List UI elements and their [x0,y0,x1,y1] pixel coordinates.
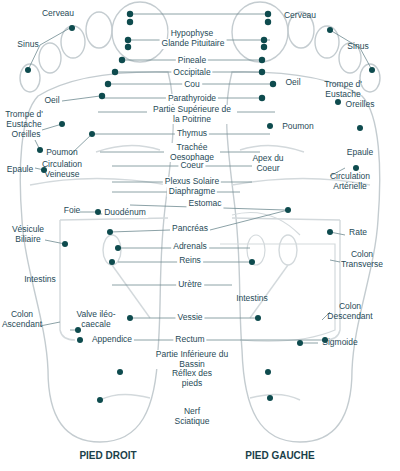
organ-label: Cerveau [42,9,74,19]
organ-label: Sinus [347,42,368,52]
organ-label: Coeur [178,161,205,171]
organ-label: Sinus [17,40,38,50]
organ-label: Trompe d' Eustache [321,80,365,99]
organ-label: Rate [349,228,367,238]
organ-label: Apex du Coeur [248,154,288,173]
organ-label: Colon Ascendant [0,310,44,329]
organ-label: Cerveau [284,11,316,21]
organ-label: Diaphragme [167,187,217,197]
foot-caption: PIED GAUCHE [245,451,314,461]
organ-label: Epaule [347,148,373,158]
organ-label: Parathyroide [166,94,218,104]
organ-label: Urètre [176,280,204,290]
organ-label: Intestins [24,275,56,285]
organ-label: Poumon [46,148,78,158]
organ-label: Oreilles [346,100,375,110]
organ-label: Circulation Veineuse [37,160,87,179]
organ-label: Oreilles [12,130,41,140]
organ-label: Hypophyse [169,29,216,39]
organ-label: Vésicule Biliaire [6,225,51,244]
organ-label: Estomac [186,199,223,209]
organ-label: Nerf Sciatique [168,407,216,426]
organ-label: Oeil [285,78,300,88]
organ-label: Rectum [173,335,206,345]
organ-label: Vessie [175,313,204,323]
organ-label: Colon Transverse [341,250,383,269]
organ-label: Foie [64,206,81,216]
organ-label: Thymus [175,129,209,139]
organ-label: Partie Supérieure de la Poitrine [147,105,237,124]
organ-label: Glande Pituitaire [160,39,227,49]
organ-label: Oeil [44,96,59,106]
organ-label: Valve iléo-caecale [71,310,121,329]
foot-caption: PIED DROIT [79,451,136,461]
organ-label: Réflex des pieds [165,369,219,388]
organ-label: Colon Descendant [325,302,375,321]
organ-label: Plexus Solaire [163,177,221,187]
organ-label: Appendice [90,335,134,345]
organ-label: Poumon [282,122,314,132]
organ-label: Cou [182,80,202,90]
organ-label: Trachée Oesophage [164,143,220,162]
organ-label: Pineale [176,56,208,66]
organ-label: Occipitale [171,68,212,78]
organ-label: Epaule [7,165,33,175]
organ-label: Sigmoide [322,338,357,348]
organ-label: Pancréas [170,224,210,234]
organ-label: Duodénum [102,208,148,218]
organ-label: Intestins [236,294,268,304]
organ-label: Trompe d' Eustache [2,110,46,129]
organ-label: Circulation Artérielle [325,172,375,191]
organ-label: Partie Inférieure du Bassin [150,350,234,369]
organ-label: Adrenals [171,242,209,252]
organ-label: Reins [177,256,203,266]
